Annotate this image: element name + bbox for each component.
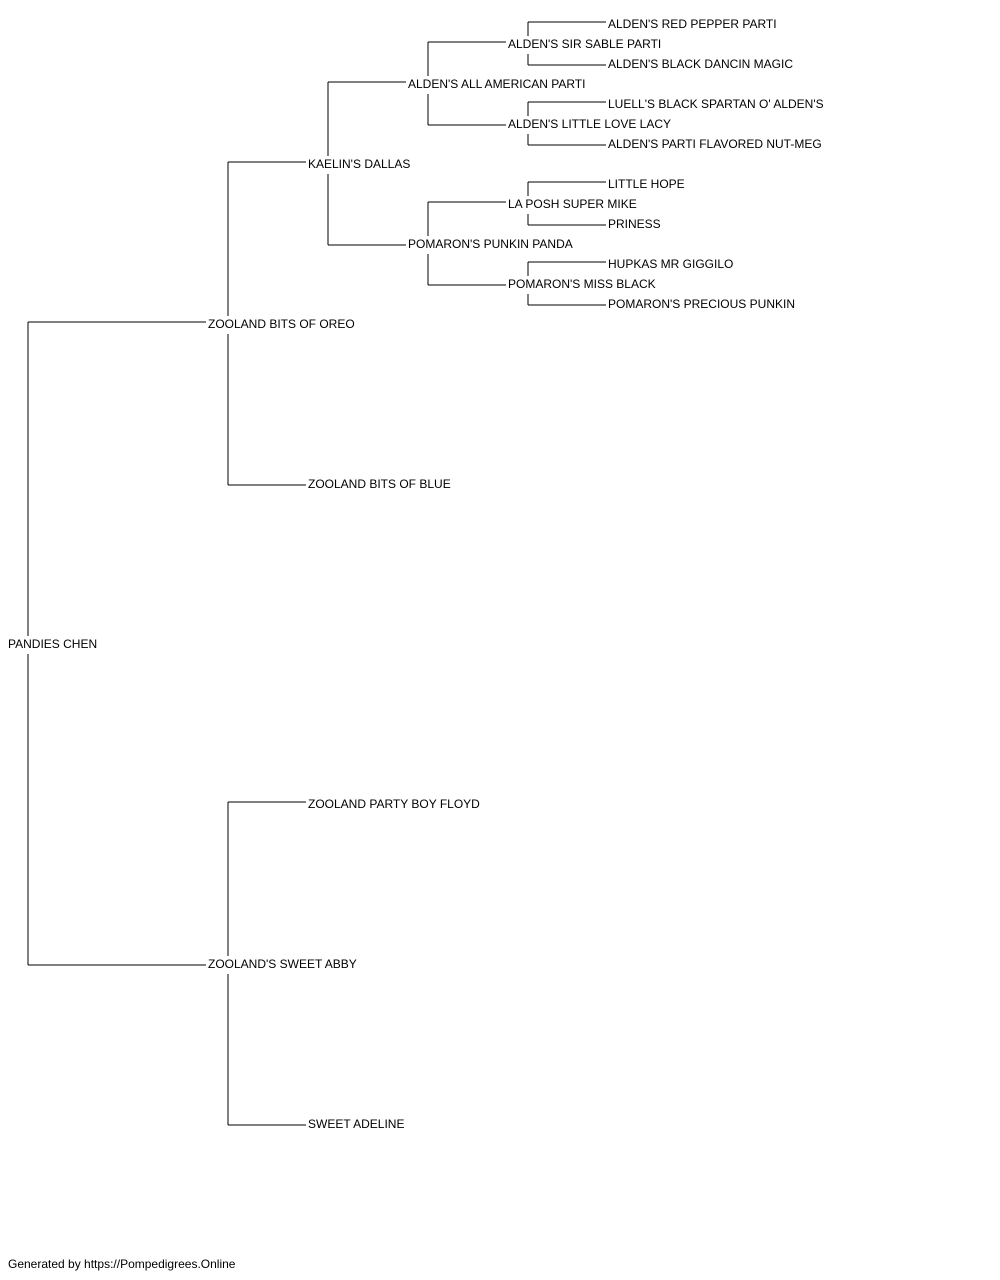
pedigree-node-dam: ZOOLAND'S SWEET ABBY (208, 957, 357, 971)
pedigree-node-sire-sire-dam-dam-dam: POMARON'S PRECIOUS PUNKIN (608, 297, 795, 311)
pedigree-node-sire-sire-sire-sire-sire: ALDEN'S RED PEPPER PARTI (608, 17, 777, 31)
footer-credit: Generated by https://Pompedigrees.Online (8, 1257, 236, 1271)
pedigree-node-sire-sire-dam: POMARON'S PUNKIN PANDA (408, 237, 573, 251)
pedigree-node-sire-sire-sire-dam: ALDEN'S LITTLE LOVE LACY (508, 117, 671, 131)
pedigree-node-sire-sire-sire-dam-dam: ALDEN'S PARTI FLAVORED NUT-MEG (608, 137, 822, 151)
pedigree-node-sire-sire-dam-sire-dam: PRINESS (608, 217, 661, 231)
pedigree-node-subject: PANDIES CHEN (8, 637, 97, 651)
pedigree-node-sire-sire-sire: ALDEN'S ALL AMERICAN PARTI (408, 77, 585, 91)
pedigree-node-sire-dam: ZOOLAND BITS OF BLUE (308, 477, 451, 491)
pedigree-node-sire-sire: KAELIN'S DALLAS (308, 157, 410, 171)
pedigree-node-dam-sire: ZOOLAND PARTY BOY FLOYD (308, 797, 480, 811)
pedigree-node-dam-dam: SWEET ADELINE (308, 1117, 404, 1131)
pedigree-node-sire-sire-sire-dam-sire: LUELL'S BLACK SPARTAN O' ALDEN'S (608, 97, 824, 111)
pedigree-node-sire-sire-dam-dam-sire: HUPKAS MR GIGGILO (608, 257, 733, 271)
pedigree-node-sire-sire-dam-sire-sire: LITTLE HOPE (608, 177, 685, 191)
pedigree-node-sire-sire-sire-sire: ALDEN'S SIR SABLE PARTI (508, 37, 661, 51)
pedigree-node-sire-sire-sire-sire-dam: ALDEN'S BLACK DANCIN MAGIC (608, 57, 793, 71)
pedigree-node-sire-sire-dam-dam: POMARON'S MISS BLACK (508, 277, 656, 291)
pedigree-node-sire: ZOOLAND BITS OF OREO (208, 317, 355, 331)
pedigree-node-sire-sire-dam-sire: LA POSH SUPER MIKE (508, 197, 637, 211)
